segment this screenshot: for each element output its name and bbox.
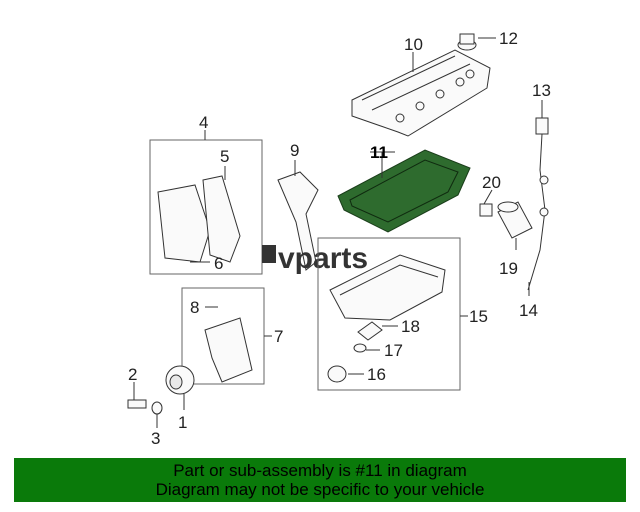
callout-12: 12 [499,29,518,48]
oil-pan-box [317,237,461,391]
o-ring-part[interactable] [353,343,367,353]
dipstick-part[interactable] [527,117,549,291]
callout-20: 20 [482,173,501,192]
vparts-watermark: vparts [262,242,368,275]
banner-line-1: Part or sub-assembly is #11 in diagram [173,461,467,480]
callout-10: 10 [404,35,423,54]
callout-9: 9 [290,141,299,160]
callout-3: 3 [151,429,160,448]
callout-18: 18 [401,317,420,336]
info-banner: Part or sub-assembly is #11 in diagram D… [14,458,626,502]
lower-timing-cover-part[interactable] [204,317,253,383]
timing-cover-box [149,139,263,275]
oil-filler-cap-part[interactable] [457,33,477,51]
timing-cover-gasket-part[interactable] [277,171,319,271]
callout-7: 7 [274,327,283,346]
callout-15: 15 [469,307,488,326]
oil-pump-pickup-part[interactable] [357,321,383,341]
pulley-bolt-part[interactable] [127,399,147,409]
callout-5: 5 [220,147,229,166]
callout-16: 16 [367,365,386,384]
valve-cover-gasket-part[interactable] [337,149,471,233]
callout-14: 14 [519,301,538,320]
callout-11: 11 [370,143,388,162]
washer-part[interactable] [151,401,163,415]
callout-6: 6 [214,254,223,273]
svg-text:vparts: vparts [278,242,368,275]
callout-1: 1 [178,413,187,432]
callout-8: 8 [190,298,199,317]
oil-filter-adapter-part[interactable] [479,203,493,217]
callout-13: 13 [532,81,551,100]
crankshaft-pulley-part[interactable] [165,365,195,395]
oil-filter-part[interactable] [497,201,533,239]
drain-plug-part[interactable] [327,365,347,383]
callout-17: 17 [384,341,403,360]
oil-pan-part[interactable] [329,254,446,321]
valve-cover-part[interactable] [351,49,491,137]
callout-4: 4 [199,113,208,132]
banner-line-2: Diagram may not be specific to your vehi… [155,480,485,499]
timing-cover-part[interactable] [157,175,241,263]
callout-2: 2 [128,365,137,384]
callout-19: 19 [499,259,518,278]
